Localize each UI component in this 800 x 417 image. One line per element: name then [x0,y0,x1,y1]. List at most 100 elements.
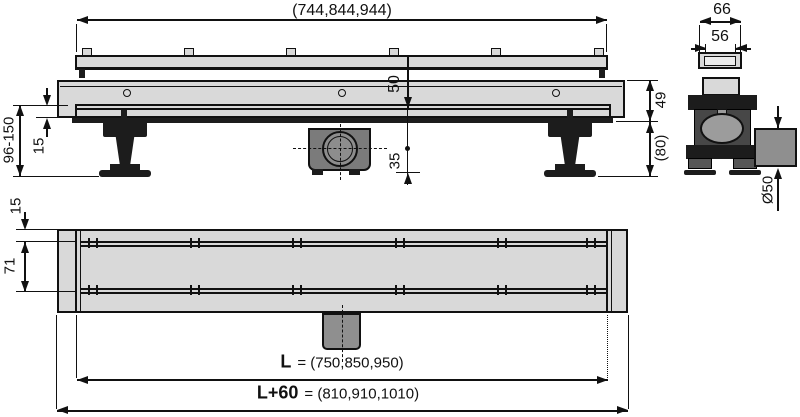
fixing-tick [395,285,397,295]
dim-L-arrow [77,376,88,384]
dim-feet-range-line [19,105,21,176]
channel-end-cap [609,104,611,118]
grate-clip [184,48,194,56]
dim-length-arrow-right [596,16,607,24]
fixing-tick [403,238,405,248]
fixing-tick [88,285,90,295]
dim-L60-arrow [57,406,68,414]
dim-trough-arrow [21,281,29,292]
extension-line [627,80,658,81]
dim-edge-arrow-top [43,95,51,106]
foot-bracket [103,121,147,137]
plan-end-cap-line [611,231,612,311]
extension-line [16,229,57,230]
dim-rim-tail [24,212,26,222]
dim-length-label: (744,844,944) [292,2,392,19]
dim-outlet-ref-dot [405,146,410,151]
extension-line [56,315,57,409]
fixing-tick [198,285,200,295]
dim-pipe-arrow [774,168,782,179]
dim-L60-label: L+60= (810,910,1010) [257,384,419,403]
dim-L60-arrow [617,406,628,414]
plan-trough-edge [81,245,608,247]
fixing-tick [505,238,507,248]
extension-line [740,25,741,53]
extension-line [699,25,700,53]
dim-feet-range-arrow-top [16,105,24,116]
fixing-tick [292,238,294,248]
dim-length-arrow-left [77,16,88,24]
screw-hole [552,89,560,97]
fixing-tick [198,238,200,248]
dim-outer-width-line [700,21,741,23]
dim-depth-line [407,56,409,108]
dim-pipe-arrow [774,117,782,128]
fixing-tick [594,238,596,248]
dim-L60-values: = (810,910,1010) [304,385,420,403]
dim-outlet-ref-line [396,172,420,173]
fixing-tick [594,285,596,295]
dim-outer-width-arrow [730,17,741,25]
fixing-tick [395,238,397,248]
plan-trough-edge [81,288,608,290]
base-pad [688,158,712,169]
fixing-tick [497,285,499,295]
dim-L60-line [57,410,628,412]
channel-seat-line [60,86,622,87]
foot-bracket [548,121,592,137]
channel-trough-line [75,108,610,110]
fixing-tick [96,285,98,295]
foot-column [115,137,135,167]
grate-profile-inner [704,56,736,66]
dim-L-name: L [280,351,292,372]
grate-clip [286,48,296,56]
dim-depth-arrow [404,97,412,108]
foot-base [544,170,596,177]
dim-rim-arrow [21,219,29,230]
dim-height-arrow [646,110,654,121]
fixing-tick [403,285,405,295]
extension-line [616,121,658,122]
dim-feet-range-arrow-bottom [16,165,24,176]
dim-L-label: L = (750,850,950) [280,353,403,372]
dim-L-line [77,379,608,381]
foot-pin [567,110,573,119]
body-upper-band [688,95,757,110]
dim-pipe-tail [777,179,779,211]
dim-trough-line [24,242,26,292]
fixing-tick [190,285,192,295]
grate-hook [599,69,605,78]
fixing-tick [96,238,98,248]
dim-outlet-arrow [404,173,412,184]
extension-line [628,315,629,409]
foot-column [560,137,580,167]
outlet-pipe [754,128,797,167]
plan-end-cap-line [80,231,81,311]
fixing-tick [300,285,302,295]
base-strip [684,170,716,175]
dim-edge-arrow-bottom [43,118,51,129]
fixing-tick [190,238,192,248]
grate-hook [79,69,85,78]
fixing-tick [505,285,507,295]
foot-step [110,164,140,171]
extension-line [16,291,77,292]
channel-flange [72,118,613,123]
fixing-tick [300,238,302,248]
siphon-tab [312,169,323,175]
dim-rim-label: 15 [7,197,25,215]
dim-height-arrow [646,80,654,91]
extension-line [598,176,658,177]
dim-edge-tail [46,88,48,95]
dim-outer-width-label: 66 [713,1,731,18]
dim-trough-label: 71 [1,257,19,275]
plan-end-cap [75,231,77,311]
screw-hole [338,89,346,97]
fixing-tick [292,285,294,295]
dim-length-line [77,19,607,21]
grate-clip [82,48,92,56]
dim-height-arrow [646,122,654,133]
dim-L-values: = (750,850,950) [297,354,404,372]
